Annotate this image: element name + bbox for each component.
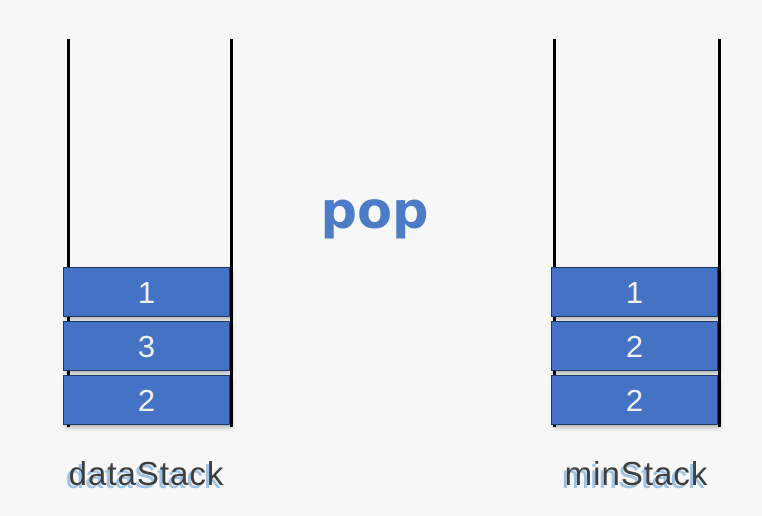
stack-value: 2 bbox=[137, 382, 156, 418]
datastack-container-walls bbox=[67, 39, 233, 427]
stack-value: 3 bbox=[137, 328, 156, 364]
datastack-item-bottom: 2 bbox=[63, 375, 230, 425]
stack-value: 2 bbox=[625, 328, 644, 364]
stack-value: 1 bbox=[625, 274, 644, 310]
datastack-label: dataStack bbox=[68, 455, 225, 492]
pop-operation-label: pop bbox=[320, 182, 429, 241]
stack-value: 2 bbox=[625, 382, 644, 418]
minstack-item-bottom: 2 bbox=[551, 375, 718, 425]
datastack-item-middle: 3 bbox=[63, 321, 230, 371]
stack-value: 1 bbox=[137, 274, 156, 310]
minstack-label: minStack bbox=[564, 455, 709, 492]
datastack-item-top: 1 bbox=[63, 267, 230, 317]
minstack-item-top: 1 bbox=[551, 267, 718, 317]
minstack-container-walls bbox=[553, 39, 721, 427]
minstack-item-middle: 2 bbox=[551, 321, 718, 371]
